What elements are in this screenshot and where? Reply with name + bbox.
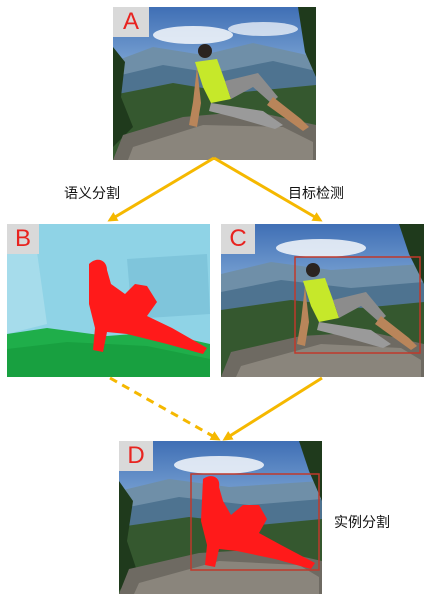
label-semantic-segmentation: 语义分割 xyxy=(64,186,120,202)
panel-c-badge: C xyxy=(221,224,255,254)
panel-b-semantic-segmentation: B xyxy=(7,224,210,377)
detection-photo xyxy=(221,224,424,377)
semantic-mask xyxy=(7,224,210,377)
panel-c-object-detection: C xyxy=(221,224,424,377)
arrow-a-to-b xyxy=(107,156,215,222)
bounding-box xyxy=(294,256,421,354)
arrow-c-to-d xyxy=(222,376,323,441)
bounding-box xyxy=(190,473,320,571)
arrow-a-to-c xyxy=(213,156,323,222)
panel-d-badge: D xyxy=(119,441,153,471)
label-object-detection: 目标检测 xyxy=(288,186,344,202)
panel-b-badge: B xyxy=(7,224,39,254)
photo-scene xyxy=(113,7,316,160)
instance-photo xyxy=(119,441,322,594)
label-instance-segmentation: 实例分割 xyxy=(334,515,390,531)
panel-a-badge: A xyxy=(113,7,149,37)
panel-a-photo: A xyxy=(113,7,316,160)
panel-d-instance-segmentation: D xyxy=(119,441,322,594)
arrow-b-to-d-dashed xyxy=(109,376,221,441)
